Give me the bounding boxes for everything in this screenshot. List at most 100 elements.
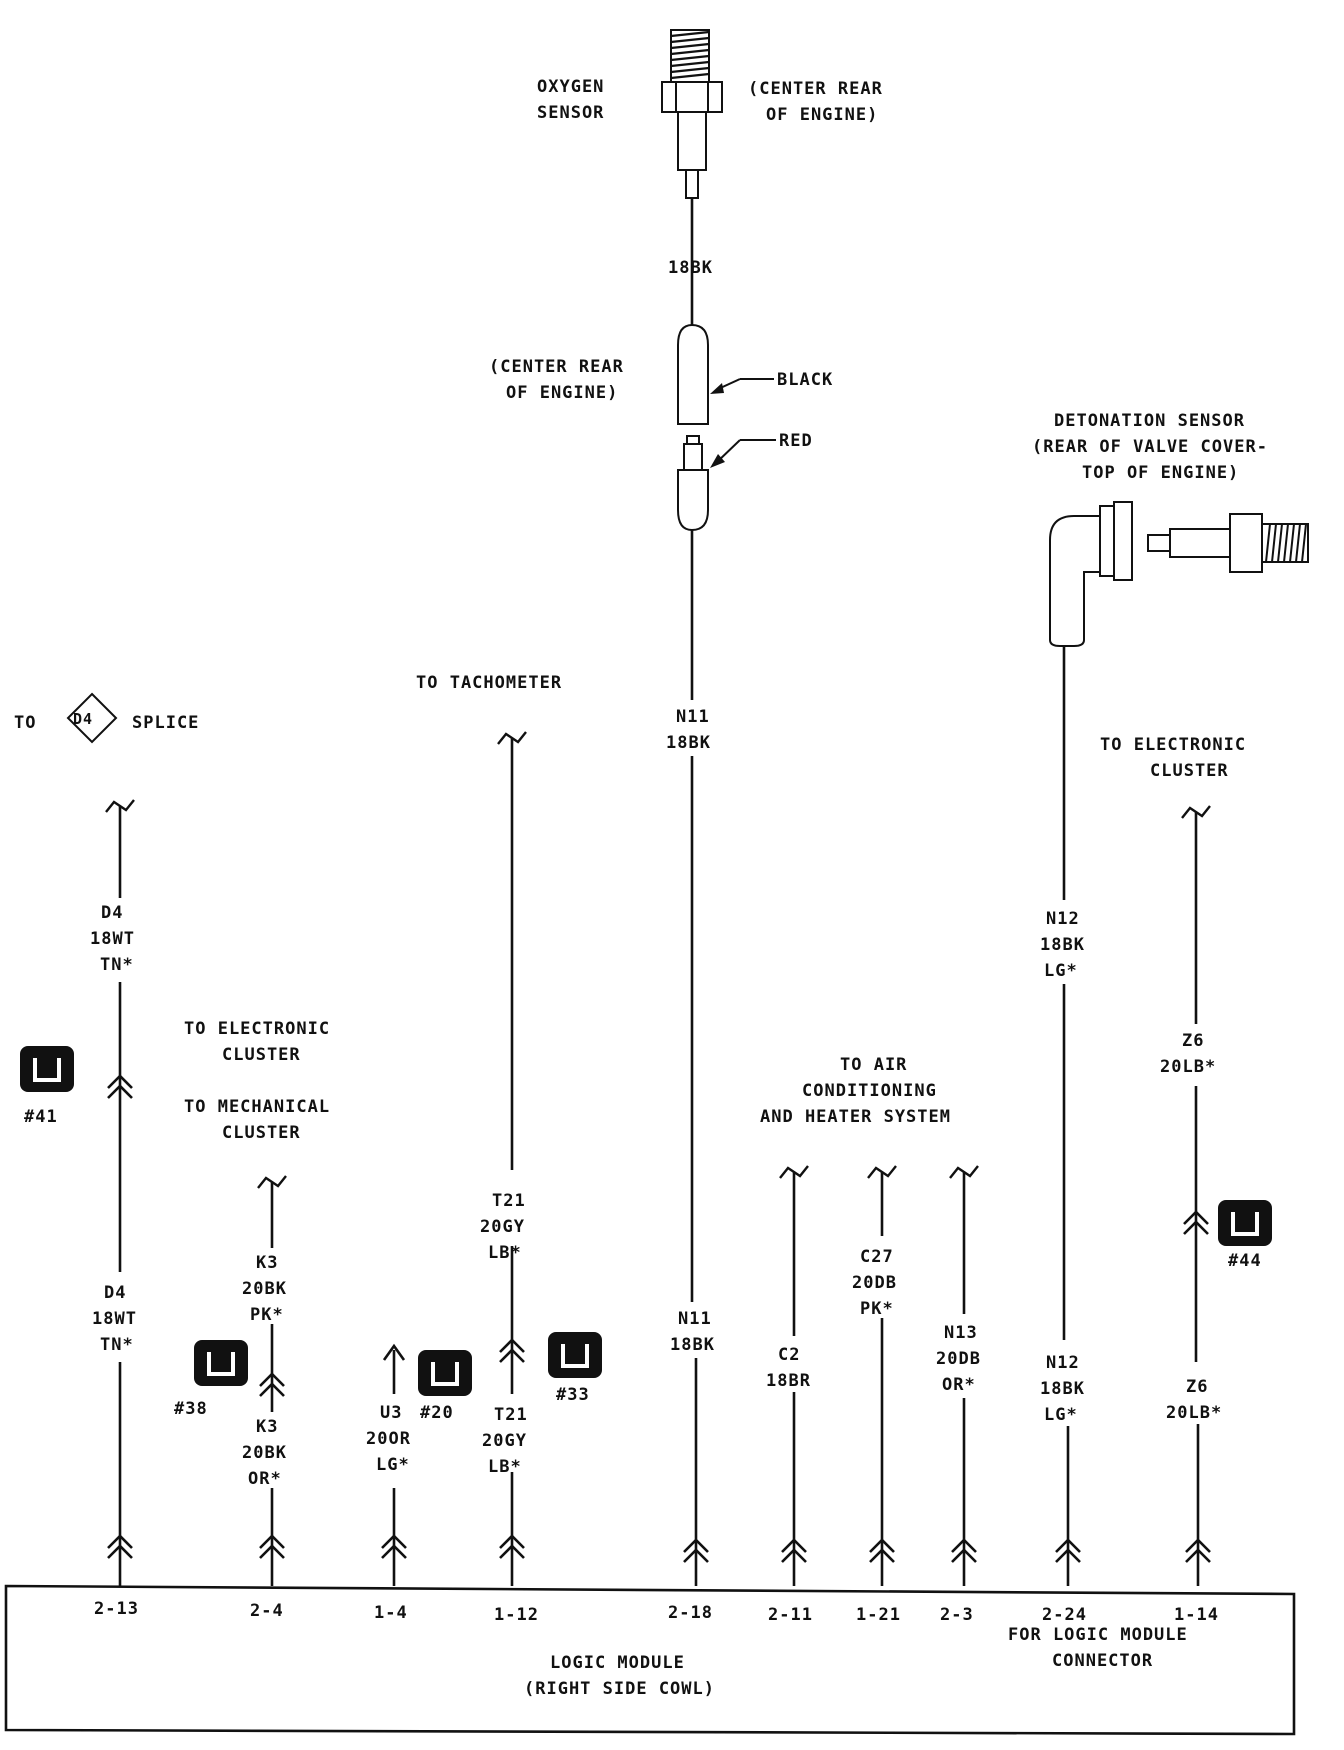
oxygen-sensor [661,29,723,199]
pin-label: 2-4 [250,1601,284,1621]
k3-lower-tracer: OR* [248,1469,282,1489]
k3-lower-code: K3 [256,1417,278,1437]
n11-upper-gauge: 18BK [666,733,711,753]
k3-lower-gauge: 20BK [242,1443,287,1463]
pin-label: 2-11 [768,1605,813,1625]
connector-ref-41: #41 [24,1107,58,1127]
o2-connector-red [677,435,709,532]
wire-k3 [256,1174,288,1586]
n12-upper-tracer: LG* [1044,961,1078,981]
n12-upper-code: N12 [1046,909,1080,929]
pin-label: 2-3 [940,1605,974,1625]
splice-to-label: TO [14,713,36,733]
o2-sensor-lead-label: 18BK [668,258,713,278]
connector-icon-44 [1218,1200,1272,1246]
d4-lower-gauge: 18WT [92,1309,137,1329]
ac-label-2: CONDITIONING [802,1081,937,1101]
mechanical-cluster-1: TO MECHANICAL [184,1097,330,1117]
detonation-sensor-label-1: DETONATION SENSOR [1054,411,1245,431]
pin-label: 1-21 [856,1605,901,1625]
wire-u3 [380,1343,408,1586]
pin-label: 1-12 [494,1605,539,1625]
d4-upper-gauge: 18WT [90,929,135,949]
wire-n11 [682,530,710,1586]
electronic-cluster-right-2: CLUSTER [1150,761,1229,781]
d4-upper-code: D4 [101,903,123,923]
ac-label-1: TO AIR [840,1055,907,1075]
n13-code: N13 [944,1323,978,1343]
z6-upper-gauge: 20LB* [1160,1057,1216,1077]
z6-lower-gauge: 20LB* [1166,1403,1222,1423]
wire-c2 [778,1164,810,1586]
splice-label: SPLICE [132,713,199,733]
splice-id: D4 [73,710,93,728]
connector-icon-41 [20,1046,74,1092]
logic-module-box [4,1584,1296,1736]
c27-gauge: 20DB [852,1273,897,1293]
u3-gauge: 20OR [366,1429,411,1449]
d4-upper-tracer: TN* [100,955,134,975]
c27-code: C27 [860,1247,894,1267]
connector-ref-20: #20 [420,1403,454,1423]
t21-upper-gauge: 20GY [480,1217,525,1237]
connector-icon-20 [418,1350,472,1396]
k3-upper-code: K3 [256,1253,278,1273]
n12-lower-gauge: 18BK [1040,1379,1085,1399]
wire-d4 [104,798,136,1586]
z6-upper-code: Z6 [1182,1031,1204,1051]
module-connector-label-1: FOR LOGIC MODULE [1008,1625,1188,1645]
n12-lower-code: N12 [1046,1353,1080,1373]
o2-connector-black [677,323,709,425]
wire-z6 [1180,804,1212,1586]
u3-code: U3 [380,1403,402,1423]
connector-icon-38 [194,1340,248,1386]
mechanical-cluster-2: CLUSTER [222,1123,301,1143]
o2-connector-location-1: (CENTER REAR [489,357,624,377]
connector-ref-44: #44 [1228,1251,1262,1271]
n11-upper-code: N11 [676,707,710,727]
pin-label: 1-4 [374,1603,408,1623]
module-connector-label-2: CONNECTOR [1052,1651,1153,1671]
connector-ref-33: #33 [556,1385,590,1405]
detonation-sensor-connector [1049,501,1133,647]
wire-n12 [1054,646,1082,1586]
pin-label: 2-24 [1042,1605,1087,1625]
connector-icon-33 [548,1332,602,1378]
n11-lower-code: N11 [678,1309,712,1329]
n13-gauge: 20DB [936,1349,981,1369]
connector-ref-38: #38 [174,1399,208,1419]
t21-upper-tracer: LB* [488,1243,522,1263]
detonation-sensor-label-3: TOP OF ENGINE) [1082,463,1239,483]
pin-label: 1-14 [1174,1605,1219,1625]
wire-n13 [948,1164,980,1586]
c2-gauge: 18BR [766,1371,811,1391]
wire-t21 [496,730,528,1586]
logic-module-title: LOGIC MODULE [550,1653,685,1673]
red-label: RED [779,431,813,451]
splice-diamond [66,692,118,744]
pin-labels: 2-13 2-4 1-4 1-12 2-18 2-11 1-21 2-3 2-2… [94,1599,1219,1625]
t21-lower-gauge: 20GY [482,1431,527,1451]
pin-label: 2-18 [668,1603,713,1623]
electronic-cluster-left-1: TO ELECTRONIC [184,1019,330,1039]
t21-lower-tracer: LB* [488,1457,522,1477]
k3-upper-tracer: PK* [250,1305,284,1325]
black-label: BLACK [777,370,833,390]
n12-upper-gauge: 18BK [1040,935,1085,955]
detonation-sensor [1147,513,1309,573]
c27-tracer: PK* [860,1299,894,1319]
oxygen-sensor-location-1: (CENTER REAR [748,79,883,99]
oxygen-sensor-label-1: OXYGEN [537,77,604,97]
n12-lower-tracer: LG* [1044,1405,1078,1425]
logic-module-location: (RIGHT SIDE COWL) [524,1679,715,1699]
t21-lower-code: T21 [494,1405,528,1425]
u3-tracer: LG* [376,1455,410,1475]
n13-tracer: OR* [942,1375,976,1395]
t21-upper-code: T21 [492,1191,526,1211]
n11-lower-gauge: 18BK [670,1335,715,1355]
wire-c27 [866,1164,898,1586]
pin-label: 2-13 [94,1599,139,1619]
k3-upper-gauge: 20BK [242,1279,287,1299]
d4-lower-code: D4 [104,1283,126,1303]
oxygen-sensor-label-2: SENSOR [537,103,604,123]
